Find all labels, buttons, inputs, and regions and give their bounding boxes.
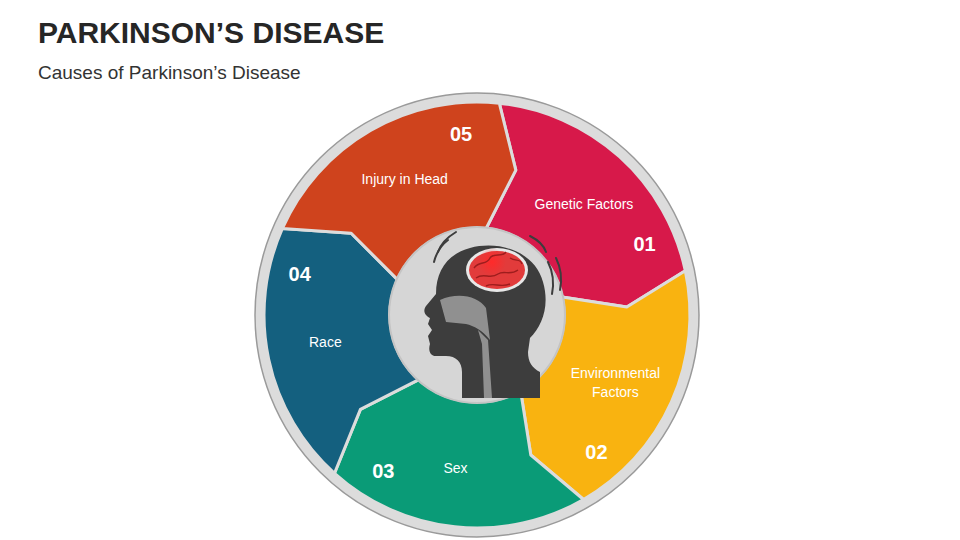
segment-label: Environmental Factors bbox=[556, 364, 674, 402]
cause-segment: Genetic Factors 01 bbox=[483, 100, 689, 311]
segment-shape bbox=[279, 99, 519, 283]
segment-outline bbox=[486, 103, 685, 307]
segment-label: Genetic Factors bbox=[525, 195, 643, 214]
segment-outline bbox=[521, 271, 690, 500]
callout-number: 01 bbox=[633, 232, 655, 255]
callout-number: 05 bbox=[450, 122, 472, 145]
callout-number: 03 bbox=[372, 460, 394, 483]
callout-number: 02 bbox=[585, 441, 607, 464]
page-subtitle: Causes of Parkinson’s Disease bbox=[38, 62, 301, 84]
cause-segment: Injury in Head 05 bbox=[279, 99, 519, 283]
segment-label: Sex bbox=[397, 458, 515, 477]
segment-label: Race bbox=[266, 332, 384, 351]
segment-outline bbox=[282, 102, 515, 280]
segment-label: Injury in Head bbox=[346, 170, 464, 189]
callout-number: 04 bbox=[289, 263, 311, 286]
page-title: PARKINSON’S DISEASE bbox=[38, 16, 384, 50]
